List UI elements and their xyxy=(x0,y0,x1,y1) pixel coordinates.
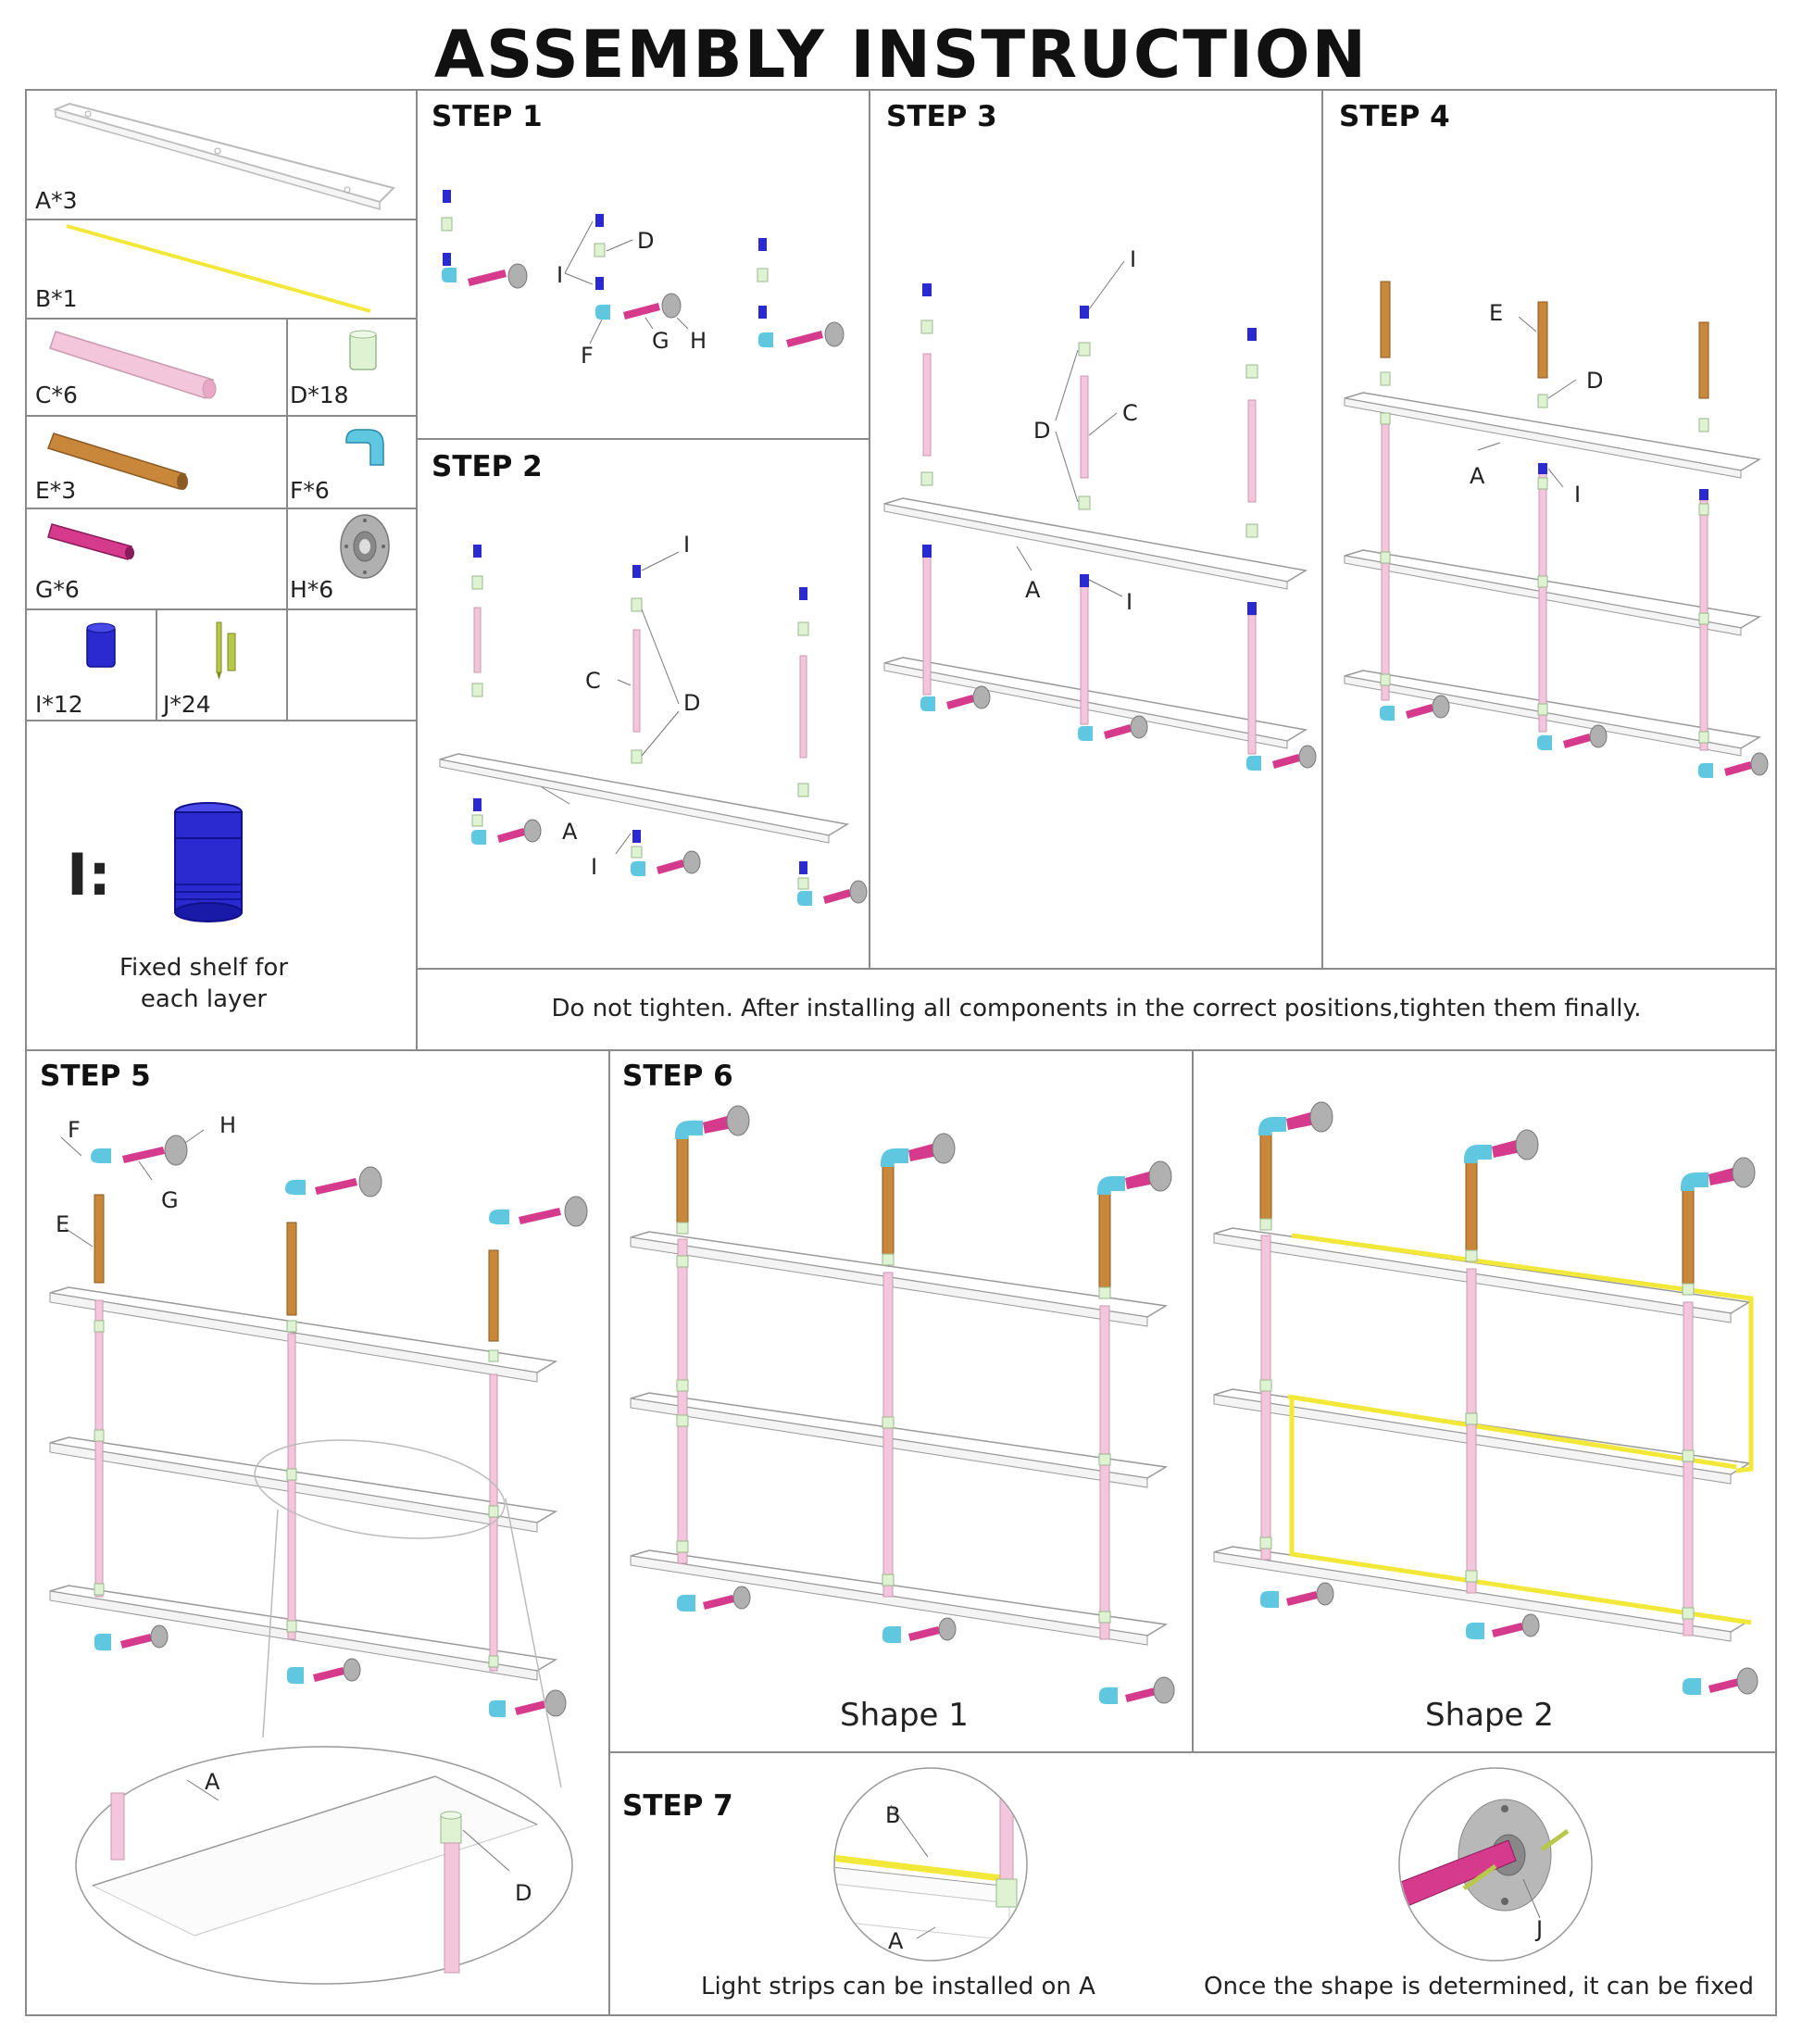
shape2-label: Shape 2 xyxy=(1425,1697,1554,1734)
shape1-label: Shape 1 xyxy=(840,1697,969,1734)
part-a-label: A*3 xyxy=(35,187,78,214)
part-a-board-icon xyxy=(52,102,395,210)
step2-heading: STEP 2 xyxy=(432,450,543,483)
part-g-magenta-pipe-icon xyxy=(47,523,134,560)
shape1-illustration xyxy=(630,1105,1175,1704)
step5-label-f: F xyxy=(68,1117,81,1143)
step1-label-f: F xyxy=(581,343,594,369)
step5-label-h: H xyxy=(219,1112,237,1138)
step5-label-d: D xyxy=(515,1880,532,1906)
step6-heading: STEP 6 xyxy=(622,1060,733,1093)
step1-illustration xyxy=(441,190,845,347)
steps-1-4-grid xyxy=(416,89,1777,970)
step2-label-i-top: I xyxy=(683,532,691,558)
step3-label-a: A xyxy=(1025,577,1041,603)
step2-label-c: C xyxy=(585,668,601,694)
step1-heading: STEP 1 xyxy=(432,100,543,133)
step3-label-d: D xyxy=(1033,418,1051,444)
step7-label-a: A xyxy=(888,1928,904,1954)
step1-label-i: I xyxy=(557,262,564,288)
part-d-label: D*18 xyxy=(290,382,349,408)
step7-heading: STEP 7 xyxy=(622,1789,733,1823)
step3-illustration xyxy=(883,260,1317,771)
step4-label-a: A xyxy=(1470,463,1485,489)
step1-label-h: H xyxy=(690,328,707,354)
step7-caption-light-strips: Light strips can be installed on A xyxy=(701,1973,1095,2000)
step7-wall-fix-detail xyxy=(1398,1767,1593,1962)
shape2-illustration xyxy=(1213,1101,1758,1695)
part-c-label: C*6 xyxy=(35,382,78,408)
step1-label-d: D xyxy=(637,228,655,254)
step4-heading: STEP 4 xyxy=(1339,100,1450,133)
part-i-fixer-icon xyxy=(86,622,116,668)
fixed-shelf-letter: I: xyxy=(67,841,111,909)
part-d-coupler-icon xyxy=(349,330,377,370)
step3-label-c: C xyxy=(1122,400,1138,426)
part-g-label: G*6 xyxy=(35,576,80,603)
tightening-notice: Do not tighten. After installing all com… xyxy=(551,995,1642,1022)
part-b-label: B*1 xyxy=(35,285,78,312)
part-e-copper-pipe-icon xyxy=(47,433,188,490)
page-title: ASSEMBLY INSTRUCTION xyxy=(433,17,1369,93)
step4-label-d: D xyxy=(1586,368,1604,394)
fixed-shelf-caption-line1: Fixed shelf for xyxy=(119,954,289,982)
step5-illustration xyxy=(49,1129,588,1985)
step2-label-a: A xyxy=(562,819,578,845)
step7-label-j: J xyxy=(1536,1916,1544,1942)
part-j-label: J*24 xyxy=(163,691,211,718)
part-f-label: F*6 xyxy=(290,477,330,504)
step7-label-b: B xyxy=(885,1802,901,1828)
step5-label-a: A xyxy=(205,1769,220,1795)
step5-heading: STEP 5 xyxy=(40,1060,151,1093)
step6-divider xyxy=(1192,1049,1194,1753)
part-h-label: H*6 xyxy=(290,576,334,603)
step3-label-i-bottom: I xyxy=(1126,589,1133,615)
part-e-label: E*3 xyxy=(35,477,77,504)
step2-illustration xyxy=(439,545,868,906)
step2-label-d: D xyxy=(683,690,701,716)
parts-grid xyxy=(25,219,418,721)
step2-label-i-bottom: I xyxy=(591,854,598,880)
step4-label-i: I xyxy=(1574,482,1582,508)
fixed-shelf-icon xyxy=(174,802,243,922)
step3-heading: STEP 3 xyxy=(886,100,997,133)
part-i-label: I*12 xyxy=(35,691,83,718)
part-b-light-strip-icon xyxy=(66,224,371,313)
step5-label-e: E xyxy=(56,1211,70,1237)
step5-label-g: G xyxy=(161,1187,179,1213)
step3-label-i-top: I xyxy=(1130,246,1137,272)
part-f-elbow-icon xyxy=(345,429,384,466)
step4-label-e: E xyxy=(1489,300,1504,326)
step7-caption-fixing: Once the shape is determined, it can be … xyxy=(1204,1973,1755,2000)
step7-light-strip-detail xyxy=(833,1767,1028,1962)
step1-label-g: G xyxy=(652,328,669,354)
fixed-shelf-caption-line2: each layer xyxy=(140,985,268,1013)
part-h-flange-icon xyxy=(340,514,390,579)
part-j-screw-icon xyxy=(216,621,236,680)
step4-illustration xyxy=(1344,281,1769,778)
part-c-pink-pipe-icon xyxy=(49,331,217,399)
